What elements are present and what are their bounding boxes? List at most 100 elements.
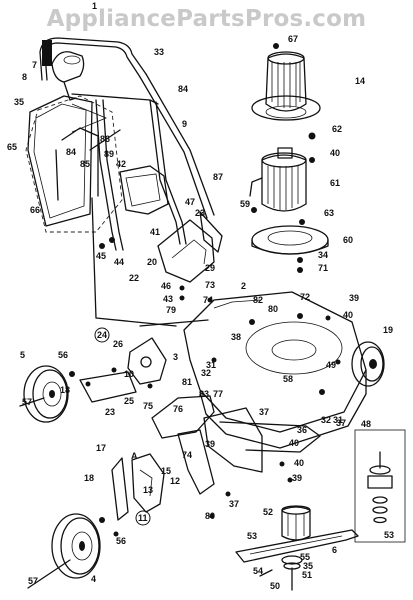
wheel-5 [19, 365, 69, 423]
callout-label: 65 [7, 142, 17, 152]
rear-wheel-bracket [79, 337, 167, 403]
motor [249, 147, 307, 212]
inset-label: 53 [384, 530, 394, 540]
callout-label: 72 [300, 292, 310, 302]
callout-label: 89 [104, 149, 114, 159]
handle-brace [119, 165, 169, 215]
callout-label: 2 [241, 281, 246, 291]
callout-label: 49 [326, 360, 336, 370]
callout-label: 18 [60, 385, 70, 395]
callout-label: 22 [129, 273, 139, 283]
callout-circle [135, 510, 151, 526]
callout-label: 37 [336, 418, 346, 428]
callout-label: 67 [288, 34, 298, 44]
callout-label: 84 [178, 84, 188, 94]
callout-label: 47 [185, 197, 195, 207]
callout-label: 23 [195, 208, 205, 218]
blade [235, 529, 359, 563]
callout-label: 59 [240, 199, 250, 209]
callout-label: 17 [96, 443, 106, 453]
callout-label: 10 [124, 369, 134, 379]
callout-label: 74 [203, 295, 213, 305]
callout-circle [94, 327, 110, 343]
blade-adapter [281, 505, 311, 541]
callout-label: 3 [173, 352, 178, 362]
motor-mount-plate [251, 225, 329, 255]
callout-label: 77 [213, 389, 223, 399]
callout-label: 84 [66, 147, 76, 157]
callout-label: 40 [343, 310, 353, 320]
front-wheel-bracket [111, 453, 165, 521]
callout-label: 48 [361, 419, 371, 429]
callout-label: 56 [116, 536, 126, 546]
callout-label: 41 [150, 227, 160, 237]
callout-label: 80 [205, 511, 215, 521]
callout-label: A [131, 451, 138, 461]
inset-box: 53 [354, 429, 406, 543]
upper-handle [39, 37, 215, 219]
callout-label: 35 [14, 97, 24, 107]
callout-label: 5 [20, 350, 25, 360]
callout-label: 7 [32, 60, 37, 70]
callout-label: 31 [333, 415, 343, 425]
wheel-4 [27, 513, 101, 589]
fasteners [69, 43, 331, 537]
callout-label: 61 [330, 178, 340, 188]
callout-label: 75 [143, 401, 153, 411]
callout-label: 19 [383, 325, 393, 335]
callout-label: 63 [324, 208, 334, 218]
motor-cover [251, 51, 321, 121]
callout-label: 6 [332, 545, 337, 555]
callout-label: 39 [292, 473, 302, 483]
callout-label: 82 [253, 295, 263, 305]
callout-label: 52 [263, 507, 273, 517]
mower-deck [183, 291, 367, 449]
callout-label: 18 [84, 473, 94, 483]
callout-label: 26 [113, 339, 123, 349]
height-adjust-bracket [157, 211, 223, 283]
callout-label: 46 [161, 281, 171, 291]
watermark-text: AppliancePartsPros.com [46, 6, 367, 32]
callout-label: 24 [97, 330, 107, 340]
callout-label: 12 [170, 476, 180, 486]
callout-label: 37 [229, 499, 239, 509]
callout-label: 85 [80, 159, 90, 169]
callout-label: 73 [205, 280, 215, 290]
callout-label: 81 [182, 377, 192, 387]
callout-label: 54 [253, 566, 263, 576]
callout-label: 76 [173, 404, 183, 414]
callout-label: 36 [297, 425, 307, 435]
callout-label: 8 [22, 72, 27, 82]
grass-bag [25, 95, 123, 233]
rear-baffle [177, 407, 321, 495]
callout-label: 39 [349, 293, 359, 303]
handle-grip [42, 40, 52, 66]
callout-label: 35 [303, 561, 313, 571]
callout-label: 38 [231, 332, 241, 342]
blade-hardware [259, 555, 303, 591]
callout-label: 58 [283, 374, 293, 384]
callout-label: 11 [138, 513, 148, 523]
callout-label: 39 [205, 439, 215, 449]
callout-label: 13 [143, 485, 153, 495]
callout-label: 23 [105, 407, 115, 417]
callout-label: 20 [147, 257, 157, 267]
callout-label: 14 [355, 76, 365, 86]
callout-label: 45 [96, 251, 106, 261]
callout-label: 42 [116, 159, 126, 169]
callout-label: 62 [332, 124, 342, 134]
callout-label: 66 [30, 205, 40, 215]
callout-label: 53 [247, 531, 257, 541]
callout-label: 33 [154, 47, 164, 57]
bag-frame [55, 127, 99, 201]
callout-label: 80 [268, 304, 278, 314]
callout-label: 37 [259, 407, 269, 417]
callout-label: 44 [114, 257, 124, 267]
callout-label: 25 [124, 396, 134, 406]
callout-label: 79 [166, 305, 176, 315]
callout-label: 55 [300, 552, 310, 562]
callout-label: 1 [92, 1, 97, 11]
